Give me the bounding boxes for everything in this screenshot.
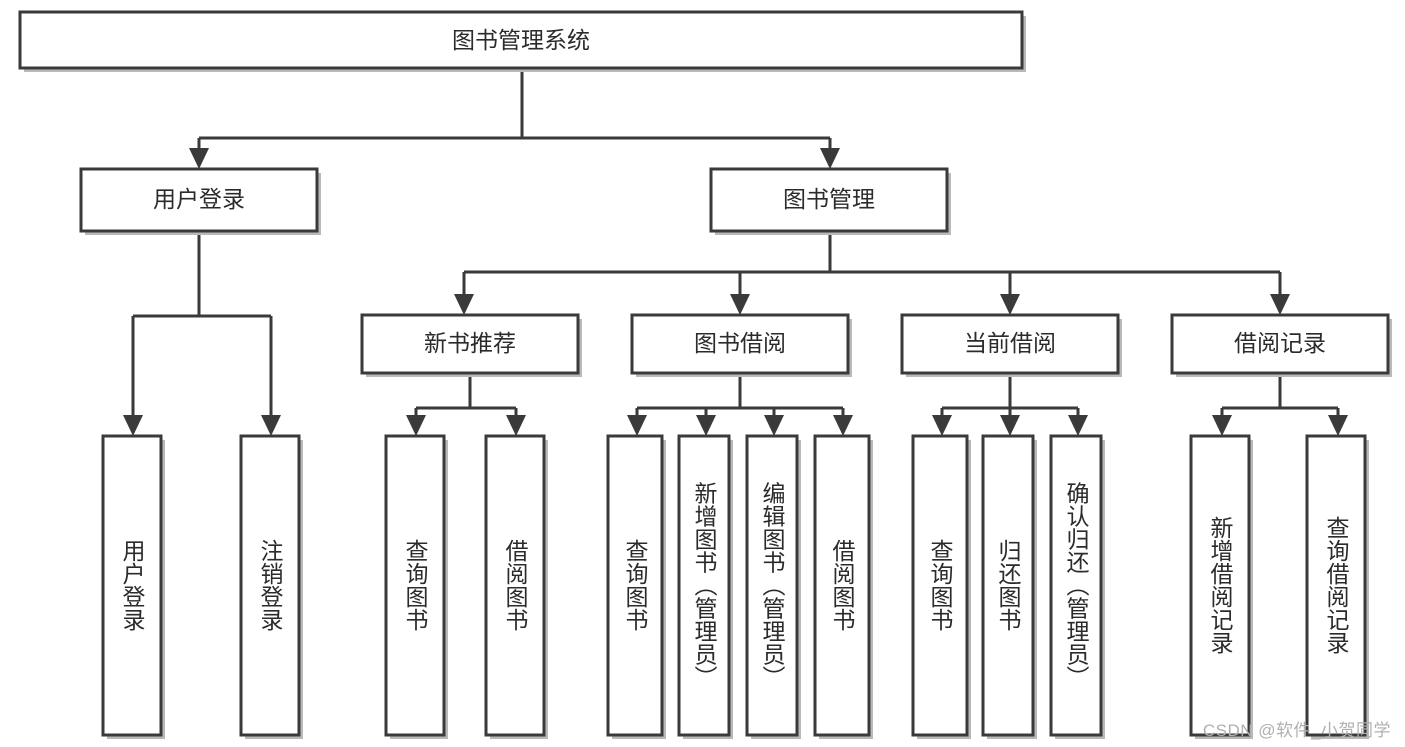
node-leaf-add-book[interactable]: 新增图书（管理员）	[677, 434, 733, 739]
node-leaf-logout-login[interactable]: 注销登录	[239, 434, 303, 739]
node-book-manage[interactable]: 图书管理	[709, 167, 951, 235]
node-leaf-borrow-book-1-box	[484, 434, 546, 737]
node-leaf-borrow-book-2-box	[813, 434, 871, 737]
node-leaf-return-book-box	[981, 434, 1035, 737]
arrow-leaf-add-record	[1212, 415, 1232, 436]
node-user-login[interactable]: 用户登录	[79, 167, 321, 235]
arrow-book-manage	[820, 148, 840, 169]
arrow-leaf-user-login	[123, 415, 143, 436]
arrow-leaf-query-book-3	[932, 415, 952, 436]
node-leaf-logout-login-label: 注销登录	[257, 539, 284, 631]
node-leaf-logout-login-box	[239, 434, 301, 737]
node-root-box	[18, 10, 1024, 70]
arrow-leaf-query-record	[1328, 415, 1348, 436]
node-user-login-label: 用户登录	[153, 186, 245, 212]
node-leaf-query-book-3-label: 查询图书	[927, 539, 954, 631]
node-leaf-confirm-return-box	[1049, 434, 1103, 737]
connector-layer	[123, 68, 1348, 436]
node-leaf-query-book-3-box	[911, 434, 969, 737]
node-borrow-record[interactable]: 借阅记录	[1170, 313, 1392, 377]
arrow-leaf-add-book	[696, 415, 716, 436]
node-leaf-query-record-label: 查询借阅记录	[1323, 516, 1350, 654]
node-leaf-query-book-1-box	[384, 434, 446, 737]
node-book-borrow[interactable]: 图书借阅	[630, 313, 852, 377]
arrow-book-borrow	[730, 294, 750, 315]
arrow-leaf-edit-book	[764, 415, 784, 436]
node-leaf-edit-book-box	[745, 434, 799, 737]
node-new-book-rec[interactable]: 新书推荐	[360, 313, 582, 377]
node-book-manage-box	[709, 167, 949, 233]
arrow-new-book-rec	[454, 294, 474, 315]
node-new-book-rec-label: 新书推荐	[424, 330, 516, 356]
node-leaf-query-book-1[interactable]: 查询图书	[384, 434, 448, 739]
node-borrow-record-box	[1170, 313, 1390, 375]
node-current-borrow[interactable]: 当前借阅	[900, 313, 1122, 377]
node-leaf-query-book-1-label: 查询图书	[402, 539, 429, 631]
node-leaf-query-record[interactable]: 查询借阅记录	[1305, 434, 1369, 739]
arrow-current-borrow	[1000, 294, 1020, 315]
node-leaf-user-login[interactable]: 用户登录	[101, 434, 165, 739]
node-root[interactable]: 图书管理系统	[18, 10, 1026, 72]
arrow-leaf-borrow-book-1	[506, 415, 526, 436]
node-leaf-borrow-book-1-label: 借阅图书	[502, 539, 529, 631]
node-leaf-query-book-2-label: 查询图书	[622, 539, 649, 631]
node-leaf-add-book-label: 新增图书（管理员）	[691, 482, 718, 689]
node-leaf-add-record-label: 新增借阅记录	[1207, 516, 1234, 654]
node-leaf-user-login-label: 用户登录	[119, 539, 146, 631]
arrow-leaf-query-book-1	[406, 415, 426, 436]
node-book-borrow-label: 图书借阅	[694, 330, 786, 356]
arrow-borrow-record	[1270, 294, 1290, 315]
node-leaf-confirm-return-label: 确认归还（管理员）	[1063, 482, 1090, 689]
node-leaf-add-book-box	[677, 434, 731, 737]
arrow-leaf-return-book	[1000, 415, 1020, 436]
node-current-borrow-label: 当前借阅	[964, 330, 1056, 356]
node-leaf-return-book-label: 归还图书	[995, 539, 1022, 631]
node-leaf-add-record[interactable]: 新增借阅记录	[1189, 434, 1253, 739]
node-leaf-confirm-return[interactable]: 确认归还（管理员）	[1049, 434, 1105, 739]
node-new-book-rec-box	[360, 313, 580, 375]
arrow-leaf-borrow-book-2	[833, 415, 853, 436]
node-leaf-query-record-box	[1305, 434, 1367, 737]
node-leaf-query-book-3[interactable]: 查询图书	[911, 434, 971, 739]
node-root-label: 图书管理系统	[452, 27, 590, 53]
node-leaf-query-book-2-box	[606, 434, 664, 737]
node-leaf-borrow-book-1[interactable]: 借阅图书	[484, 434, 548, 739]
node-book-borrow-box	[630, 313, 850, 375]
node-book-manage-label: 图书管理	[783, 186, 875, 212]
node-leaf-return-book[interactable]: 归还图书	[981, 434, 1037, 739]
node-user-login-box	[79, 167, 319, 233]
node-leaf-edit-book[interactable]: 编辑图书（管理员）	[745, 434, 801, 739]
node-borrow-record-label: 借阅记录	[1234, 330, 1326, 356]
node-leaf-add-record-box	[1189, 434, 1251, 737]
node-leaf-borrow-book-2[interactable]: 借阅图书	[813, 434, 873, 739]
node-leaf-query-book-2[interactable]: 查询图书	[606, 434, 666, 739]
node-leaf-borrow-book-2-label: 借阅图书	[829, 539, 856, 631]
arrow-leaf-logout	[261, 415, 281, 436]
node-leaf-edit-book-label: 编辑图书（管理员）	[759, 482, 786, 689]
arrow-leaf-query-book-2	[627, 415, 647, 436]
node-current-borrow-box	[900, 313, 1120, 375]
node-leaf-user-login-box	[101, 434, 163, 737]
arrow-user-login	[189, 148, 209, 169]
arrow-leaf-confirm-return	[1068, 415, 1088, 436]
